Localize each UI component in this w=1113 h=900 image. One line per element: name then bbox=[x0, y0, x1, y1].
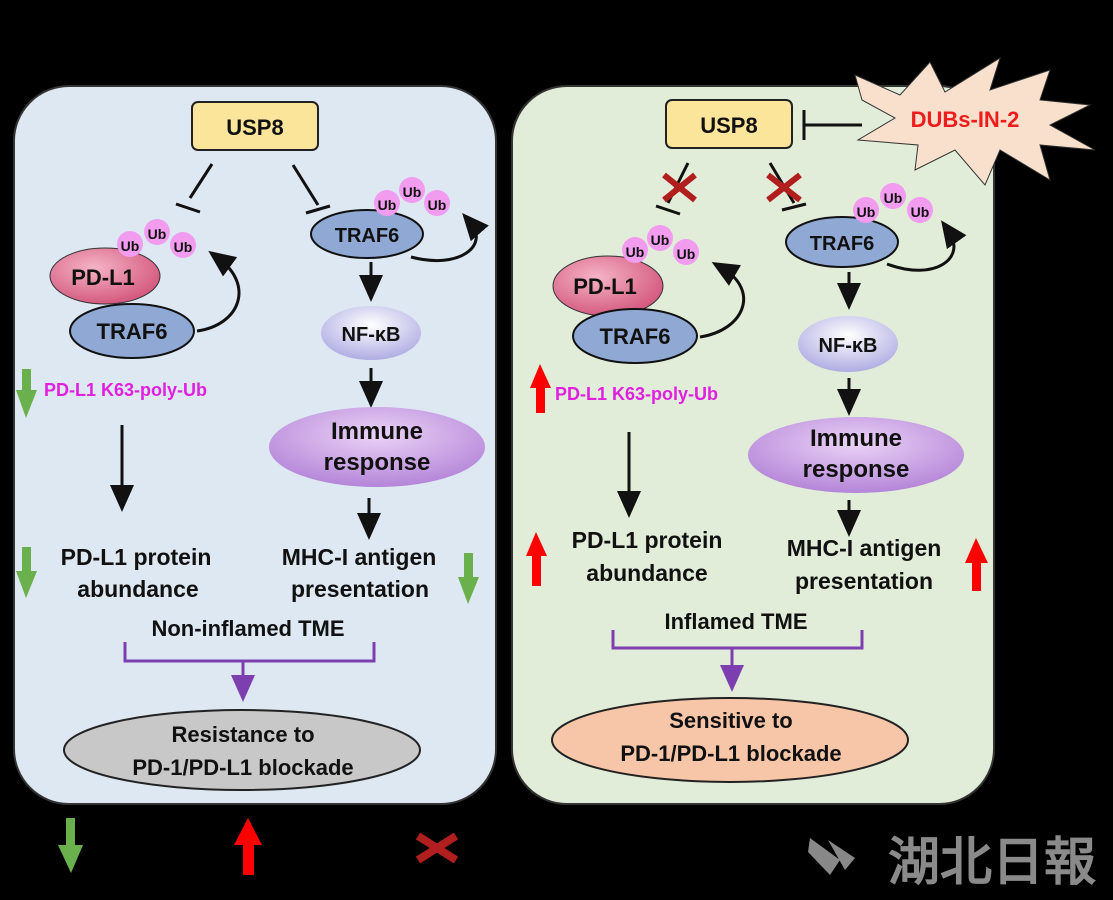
svg-text:Ub: Ub bbox=[884, 190, 903, 206]
svg-text:Ub: Ub bbox=[174, 239, 193, 255]
panel-right: USP8 DUBs-IN-2 PD-L1 TRAF6 Ub Ub Ub TRAF… bbox=[511, 56, 1096, 805]
pdl1-ellipse bbox=[49, 247, 161, 305]
inhibitor-burst-icon bbox=[854, 56, 1096, 186]
svg-text:Ub: Ub bbox=[148, 226, 167, 242]
nfkb-ellipse bbox=[321, 306, 421, 360]
blocked-cross-icon bbox=[766, 172, 802, 203]
svg-text:USP8: USP8 bbox=[700, 113, 757, 138]
svg-text:PD-1/PD-L1 blockade: PD-1/PD-L1 blockade bbox=[620, 741, 841, 766]
svg-text:PD-L1: PD-L1 bbox=[573, 274, 637, 299]
svg-text:Ub: Ub bbox=[677, 246, 696, 262]
ub-chain: Ub Ub Ub bbox=[853, 183, 933, 223]
svg-text:abundance: abundance bbox=[77, 576, 198, 602]
ub-chain: Ub Ub Ub bbox=[374, 177, 450, 216]
svg-text:PD-1/PD-L1 blockade: PD-1/PD-L1 blockade bbox=[132, 755, 353, 780]
panel-left: USP8 PD-L1 TRAF6 Ub Ub Ub TRAF6 Ub Ub Ub… bbox=[13, 85, 497, 805]
svg-text:MHC-I antigen: MHC-I antigen bbox=[282, 544, 437, 570]
traf6-label: TRAF6 bbox=[97, 319, 168, 344]
traf6-free-ellipse bbox=[310, 209, 424, 259]
svg-text:Ub: Ub bbox=[857, 204, 876, 220]
pdl1-label: PD-L1 bbox=[71, 265, 135, 290]
blocked-cross-icon bbox=[415, 832, 459, 864]
outcome-ellipse bbox=[63, 709, 421, 791]
svg-text:Ub: Ub bbox=[626, 244, 645, 260]
up-arrow-icon bbox=[530, 364, 551, 413]
logo-icon bbox=[808, 838, 855, 875]
svg-text:Ub: Ub bbox=[428, 197, 447, 213]
svg-text:response: response bbox=[324, 449, 431, 476]
svg-text:TRAF6: TRAF6 bbox=[810, 233, 874, 255]
usp8-box bbox=[191, 101, 319, 151]
legend bbox=[58, 818, 459, 875]
svg-text:PD-L1 K63-poly-Ub: PD-L1 K63-poly-Ub bbox=[555, 384, 718, 404]
watermark: 湖北日報 bbox=[808, 833, 1096, 893]
usp8-box bbox=[665, 99, 793, 149]
usp8-label: USP8 bbox=[226, 115, 283, 140]
svg-text:Resistance to: Resistance to bbox=[171, 722, 314, 747]
tme-label: Non-inflamed TME bbox=[151, 616, 344, 641]
traf6-ellipse bbox=[69, 303, 195, 359]
svg-text:presentation: presentation bbox=[291, 576, 429, 602]
down-arrow-icon bbox=[458, 553, 479, 604]
blocked-cross-icon bbox=[662, 172, 697, 203]
up-arrow-icon bbox=[234, 818, 262, 875]
down-arrow-icon bbox=[16, 369, 37, 418]
svg-text:Immune: Immune bbox=[810, 425, 902, 452]
svg-text:NF-κB: NF-κB bbox=[342, 324, 401, 346]
svg-text:PD-L1 protein: PD-L1 protein bbox=[572, 527, 723, 553]
svg-text:PD-L1 protein: PD-L1 protein bbox=[61, 544, 212, 570]
inhibitor-label: DUBs-IN-2 bbox=[911, 107, 1020, 132]
svg-text:abundance: abundance bbox=[586, 560, 707, 586]
svg-text:TRAF6: TRAF6 bbox=[335, 225, 399, 247]
svg-text:Immune: Immune bbox=[331, 418, 423, 445]
watermark-text: 湖北日報 bbox=[888, 833, 1096, 893]
k63-label: PD-L1 K63-poly-Ub bbox=[44, 380, 207, 400]
ub-chain: Ub Ub Ub bbox=[117, 219, 196, 258]
inhibit-bar bbox=[175, 202, 201, 214]
svg-text:Inflamed TME: Inflamed TME bbox=[664, 609, 807, 634]
inhibit-bar bbox=[305, 204, 331, 215]
svg-text:Ub: Ub bbox=[911, 204, 930, 220]
immune-ellipse bbox=[269, 407, 485, 487]
svg-text:Ub: Ub bbox=[651, 232, 670, 248]
svg-text:presentation: presentation bbox=[795, 568, 933, 594]
svg-text:MHC-I antigen: MHC-I antigen bbox=[787, 535, 942, 561]
svg-text:response: response bbox=[803, 456, 910, 483]
svg-text:Ub: Ub bbox=[378, 197, 397, 213]
svg-text:NF-κB: NF-κB bbox=[819, 335, 878, 357]
up-arrow-icon bbox=[526, 532, 547, 586]
down-arrow-icon bbox=[58, 818, 83, 873]
svg-text:Ub: Ub bbox=[121, 238, 140, 254]
svg-text:Sensitive to: Sensitive to bbox=[669, 708, 792, 733]
ub-chain: Ub Ub Ub bbox=[622, 225, 699, 265]
up-arrow-icon bbox=[965, 538, 988, 591]
down-arrow-icon bbox=[16, 547, 37, 598]
svg-text:Ub: Ub bbox=[403, 184, 422, 200]
svg-text:TRAF6: TRAF6 bbox=[600, 324, 671, 349]
